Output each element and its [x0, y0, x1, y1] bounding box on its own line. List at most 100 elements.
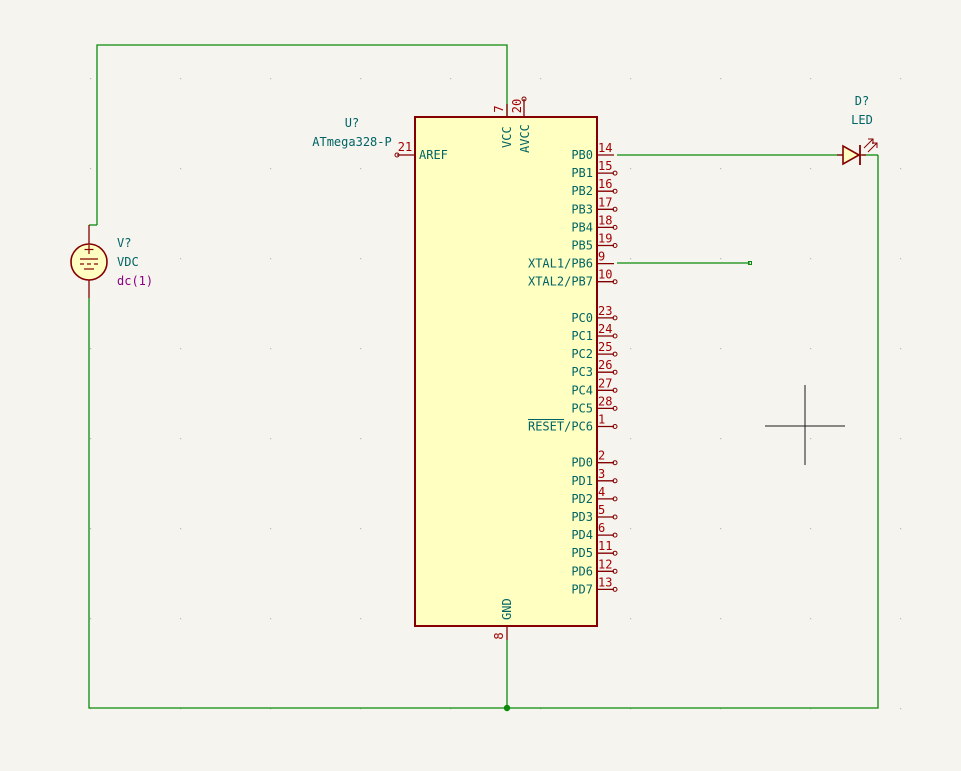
pin-unconnected-marker — [612, 224, 618, 230]
grid-dot — [900, 348, 902, 350]
pin-number: 24 — [598, 322, 612, 336]
grid-dot — [90, 348, 92, 350]
pin-name: PC3 — [571, 365, 593, 379]
pin-unconnected-marker — [612, 586, 618, 592]
mcu-reference[interactable]: U? — [345, 116, 359, 130]
pin-vcc[interactable]: 7 VCC — [492, 104, 514, 148]
pin-unconnected-marker — [612, 387, 618, 393]
grid-dot — [630, 258, 632, 260]
grid-dot — [360, 618, 362, 620]
grid-dot — [540, 78, 542, 80]
source-value[interactable]: VDC — [117, 255, 139, 269]
pin-aref[interactable]: 21 AREF — [394, 140, 448, 162]
pin-avcc-number: 20 — [510, 99, 524, 113]
grid-dot — [270, 348, 272, 350]
pin-number: 1 — [598, 413, 605, 427]
voltage-source[interactable] — [70, 225, 108, 298]
pin-number: 27 — [598, 376, 612, 390]
grid-dot — [180, 258, 182, 260]
pin-gnd-number: 8 — [492, 632, 506, 639]
grid-dot — [360, 438, 362, 440]
pin-avcc[interactable]: 20 AVCC — [510, 96, 532, 153]
grid-dot — [270, 78, 272, 80]
grid-dot — [90, 618, 92, 620]
pin-unconnected-marker — [612, 460, 618, 466]
pin-name: PC4 — [571, 383, 593, 397]
mcu-pins: 14PB015PB116PB217PB318PB419PB59XTAL1/PB6… — [527, 141, 618, 596]
pin-name: XTAL2/PB7 — [528, 275, 593, 289]
pin-unconnected-marker — [612, 279, 618, 285]
pin-number: 10 — [598, 268, 612, 282]
wires — [88, 44, 879, 709]
pin-unconnected-marker — [612, 170, 618, 176]
led[interactable] — [837, 138, 878, 166]
grid-dot — [360, 78, 362, 80]
pin-unconnected-marker — [612, 351, 618, 357]
pin-number: 9 — [598, 250, 605, 264]
pin-gnd[interactable]: 8 GND — [492, 598, 514, 640]
led-reference[interactable]: D? — [855, 94, 869, 108]
pin-name: PD6 — [571, 564, 593, 578]
grid-dot — [720, 438, 722, 440]
pin-unconnected-marker — [612, 369, 618, 375]
source-spice-value[interactable]: dc(1) — [117, 274, 153, 288]
grid-dot — [90, 528, 92, 530]
source-reference[interactable]: V? — [117, 236, 131, 250]
grid-dot — [900, 258, 902, 260]
pin-name: PD7 — [571, 582, 593, 596]
grid-dot — [900, 438, 902, 440]
wire-gnd[interactable] — [88, 155, 879, 709]
wire-end-marker — [748, 261, 752, 265]
led-value[interactable]: LED — [851, 113, 873, 127]
pin-name: PD3 — [571, 510, 593, 524]
wire-vcc[interactable] — [96, 44, 508, 225]
grid-dot — [900, 708, 902, 710]
pin-unconnected-marker — [612, 405, 618, 411]
pin-avcc-name: AVCC — [518, 124, 532, 153]
grid-dot — [90, 438, 92, 440]
pin-aref-name: AREF — [419, 148, 448, 162]
grid-dot — [90, 78, 92, 80]
pin-number: 4 — [598, 485, 605, 499]
pin-number: 18 — [598, 213, 612, 227]
grid-dot — [810, 618, 812, 620]
grid-dot — [270, 168, 272, 170]
grid-dot — [180, 438, 182, 440]
pin-unconnected-marker — [612, 478, 618, 484]
grid-dot — [270, 258, 272, 260]
grid-dot — [360, 258, 362, 260]
mcu-body[interactable] — [414, 116, 598, 627]
mcu-value[interactable]: ATmega328-P — [312, 135, 391, 149]
pin-name: RESET/PC6 — [528, 420, 593, 434]
pin-number: 19 — [598, 232, 612, 246]
grid-dot — [180, 528, 182, 530]
pin-number: 26 — [598, 358, 612, 372]
pin-number: 2 — [598, 449, 605, 463]
pin-number: 16 — [598, 177, 612, 191]
pin-name: PD0 — [571, 456, 593, 470]
